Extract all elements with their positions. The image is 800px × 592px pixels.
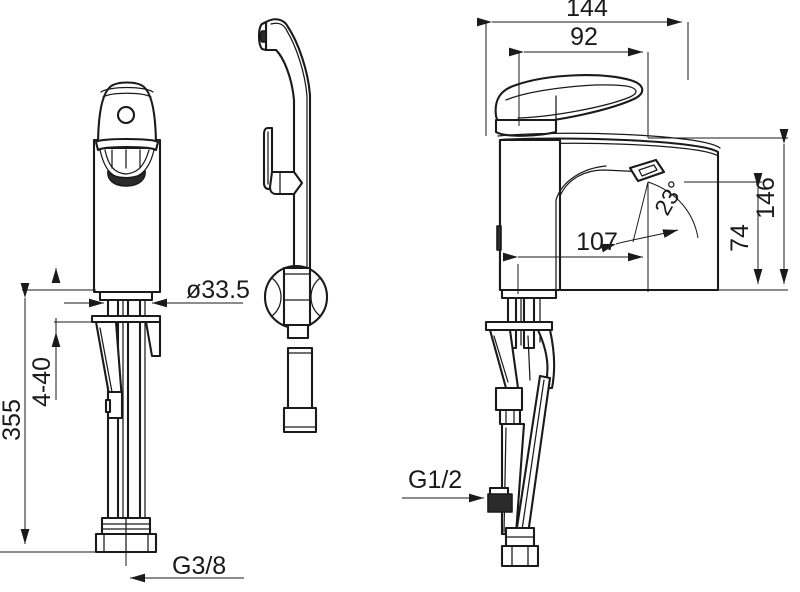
mixer-body-column — [498, 138, 562, 292]
dimension-146-label: 146 — [752, 177, 780, 219]
mixer-sleeve — [494, 386, 524, 412]
dimension-144-label: 144 — [566, 0, 608, 22]
mixer-sleeve-nut — [498, 408, 522, 426]
dimension-107-label: 107 — [576, 228, 618, 256]
dimension-355: 355 — [0, 283, 100, 553]
dimension-diameter-33-5: ø33.5 — [64, 276, 250, 308]
mixer-body-side-tab — [496, 225, 502, 251]
handset-trigger-paddle — [268, 170, 304, 196]
mixer-bracket-plate — [484, 320, 554, 332]
handset-body-inner — [270, 22, 308, 269]
mixer-aerator — [628, 158, 666, 183]
handle-collar — [94, 137, 160, 152]
mixer-aerator-inner — [638, 164, 658, 177]
handset-hose — [286, 346, 314, 410]
nut-lower-flats — [103, 517, 149, 553]
dimension-355-label: 355 — [0, 399, 26, 441]
mixer-bracket-cone-right — [536, 328, 556, 390]
faucet-cap-hole — [116, 105, 136, 125]
thread-callout-g3-8-label: G3/8 — [172, 552, 226, 580]
thread-callout-g1-2: G1/2 — [402, 466, 484, 503]
mixer-lever-handle-crease — [505, 84, 637, 119]
mixer-g12-nut-knurl — [487, 493, 513, 513]
dimension-144: 144 — [477, 0, 689, 136]
mixer-spout-inner-curve2 — [555, 165, 607, 291]
dimension-74-label: 74 — [726, 224, 754, 252]
faucet-cap-seam-2 — [102, 92, 152, 98]
dimension-92-label: 92 — [570, 23, 598, 51]
handset-body — [264, 18, 312, 272]
mixer-bracket-inner-lines — [493, 335, 531, 383]
thread-callout-g1-2-label: G1/2 — [408, 466, 462, 494]
dimension-diameter-33-5-label: ø33.5 — [186, 276, 250, 304]
handset-hose-end-fitting — [282, 406, 318, 434]
mixer-bottom-nut-flats — [511, 545, 529, 567]
tailpipe-right — [126, 298, 142, 532]
bracket-tab — [104, 398, 112, 414]
bracket-cone-inner-line — [99, 327, 113, 393]
handset-swivel-nut — [286, 323, 310, 340]
angle-arc — [600, 229, 679, 253]
mixer-lever-base — [494, 118, 558, 137]
thread-callout-g3-8: G3/8 — [0, 551, 244, 583]
basin-mixer-side-view — [484, 74, 721, 568]
handle-bow-inner — [104, 149, 150, 175]
angle-leg-2 — [647, 181, 699, 239]
dimension-74: 74 — [684, 173, 763, 284]
bracket-cone-right — [144, 320, 162, 358]
handset-swivel-block — [282, 266, 312, 327]
mixer-spout-inner-curve — [559, 169, 647, 197]
handset-swivel-block-lines — [283, 273, 311, 301]
kitchen-faucet-front-view — [90, 81, 162, 554]
mixer-bottom-nut — [500, 544, 540, 568]
shower-handset-side-view — [257, 18, 329, 434]
dimension-92: 92 — [509, 23, 649, 138]
mixer-hose-rear-line — [521, 379, 545, 531]
mixer-hose-front-line — [503, 427, 507, 533]
mixer-sleeve-nut-flats — [505, 409, 515, 425]
handle-ribs — [111, 149, 141, 169]
shank-top-plate — [98, 290, 154, 302]
dimension-4-40-label: 4-40 — [28, 357, 56, 407]
faucet-cap-seam — [100, 86, 154, 93]
handle-grip-dark — [107, 170, 146, 187]
dimension-4-40: 4-40 — [28, 268, 96, 407]
handset-head-button — [259, 30, 267, 43]
mixer-base-plate — [500, 288, 558, 300]
mixer-body-top-edge — [497, 132, 721, 149]
mixer-lever-handle — [494, 74, 644, 126]
